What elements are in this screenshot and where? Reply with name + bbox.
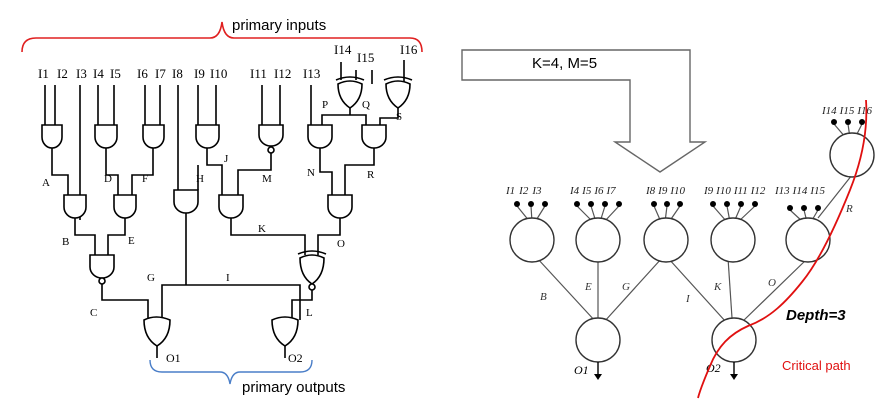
input-label-i11: I11: [250, 66, 267, 81]
depth-label: Depth=3: [786, 307, 846, 324]
xor-gate-p: [321, 76, 367, 125]
primary-outputs-label: primary outputs: [242, 379, 345, 396]
and-gate-o: [317, 194, 353, 255]
edge-label-i: I: [685, 293, 691, 305]
signal-labels: A B C D E F G H I J K L M N O P Q R S: [42, 99, 402, 319]
input-label-i7: I7: [155, 66, 166, 81]
or-gate-o2: [271, 316, 299, 358]
input-wires: [44, 60, 405, 220]
lut-4-inputs: [710, 201, 758, 223]
input-label-i16: I16: [400, 42, 418, 57]
signal-label-j: J: [224, 153, 229, 165]
edge-labels: B E G I K O R: [540, 203, 853, 305]
input-label-i10: I10: [210, 66, 227, 81]
signal-label-f: F: [142, 173, 148, 185]
output-label-o2: O2: [288, 351, 303, 365]
output-label-o1: O1: [166, 351, 181, 365]
signal-label-i: I: [226, 272, 230, 284]
output-arrow-2-head: [730, 374, 738, 380]
signal-label-h: H: [196, 173, 204, 185]
output-arrow-1-head: [594, 374, 602, 380]
input-label-i8: I8: [172, 66, 183, 81]
and-gate-b: [63, 194, 96, 255]
signal-label-r: R: [367, 169, 375, 181]
lut-node-top: [829, 132, 875, 178]
signal-label-q: Q: [362, 99, 370, 111]
input-label-i12: I12: [274, 66, 291, 81]
input-label-i13: I13: [303, 66, 320, 81]
primary-inputs-label: primary inputs: [232, 17, 326, 34]
lut-node-1: [509, 217, 555, 263]
and-gate-k: [218, 194, 306, 255]
edge-label-k: K: [713, 281, 722, 293]
signal-label-m: M: [262, 173, 272, 185]
input-label-i2: I2: [57, 66, 68, 81]
edge-label-g: G: [622, 281, 630, 293]
signal-label-d: D: [104, 173, 112, 185]
gate-level-circuit: primary inputs I1 I2 I3 I4 I5 I6 I7 I8 I…: [21, 17, 423, 396]
graph-edges: [536, 174, 853, 323]
edge-label-e: E: [584, 281, 592, 293]
and-gate-j: [195, 124, 223, 195]
signal-label-g: G: [147, 272, 155, 284]
primary-inputs-bracket: [21, 21, 423, 53]
signal-label-n: N: [307, 167, 315, 179]
signal-label-b: B: [62, 236, 69, 248]
lut-node-out-1: [575, 317, 621, 363]
input-label-i1: I1: [38, 66, 49, 81]
and-gate-e: [107, 194, 137, 255]
input-label-i15: I15: [357, 50, 374, 65]
lut-node-5: [785, 217, 831, 263]
xor-gate-s: [379, 76, 413, 125]
and-gate-r: [344, 124, 387, 195]
mapping-arrow: K=4, M=5: [461, 49, 708, 173]
and-gate-f: [131, 124, 165, 195]
critical-path-label: Critical path: [782, 358, 851, 373]
nand-gate-c: [89, 254, 149, 320]
edge-label-o: O: [768, 277, 776, 289]
mapping-arrow-label: K=4, M=5: [532, 55, 597, 72]
lut-node-4: [710, 217, 756, 263]
input-labels: I1 I2 I3 I4 I5 I6 I7 I8 I9 I10 I11 I12 I…: [38, 42, 418, 81]
lut-node-2: [575, 217, 621, 263]
signal-label-s: S: [396, 111, 402, 123]
signal-label-a: A: [42, 177, 50, 189]
input-label-i9: I9: [194, 66, 205, 81]
edge-label-b: B: [540, 291, 547, 303]
primary-outputs-bracket: [149, 359, 313, 385]
and-gate-h: [161, 165, 301, 320]
input-label-i14: I14: [334, 42, 352, 57]
signal-label-p: P: [322, 99, 328, 111]
critical-path-line: [697, 99, 868, 399]
lut-2-inputs: [574, 201, 622, 223]
input-label-i5: I5: [110, 66, 121, 81]
and-gate-n: [307, 124, 333, 195]
lut-node-3: [643, 217, 689, 263]
edge-label-r: R: [845, 203, 853, 215]
input-label-i4: I4: [93, 66, 104, 81]
or-gate-o1: [143, 316, 171, 358]
signal-label-e: E: [128, 235, 135, 247]
and-gate-a: [41, 124, 69, 195]
output-labels: O1 O2: [166, 351, 303, 365]
and-gate-d: [94, 124, 119, 195]
signal-label-o: O: [337, 238, 345, 250]
xnor-gate-l: [291, 250, 327, 320]
input-label-i3: I3: [76, 66, 87, 81]
signal-label-k: K: [258, 223, 266, 235]
signal-label-l: L: [306, 307, 313, 319]
graph-output-label-o1: O1: [574, 363, 589, 377]
nand-gate-m: [237, 124, 284, 195]
input-label-i6: I6: [137, 66, 148, 81]
signal-label-c: C: [90, 307, 97, 319]
